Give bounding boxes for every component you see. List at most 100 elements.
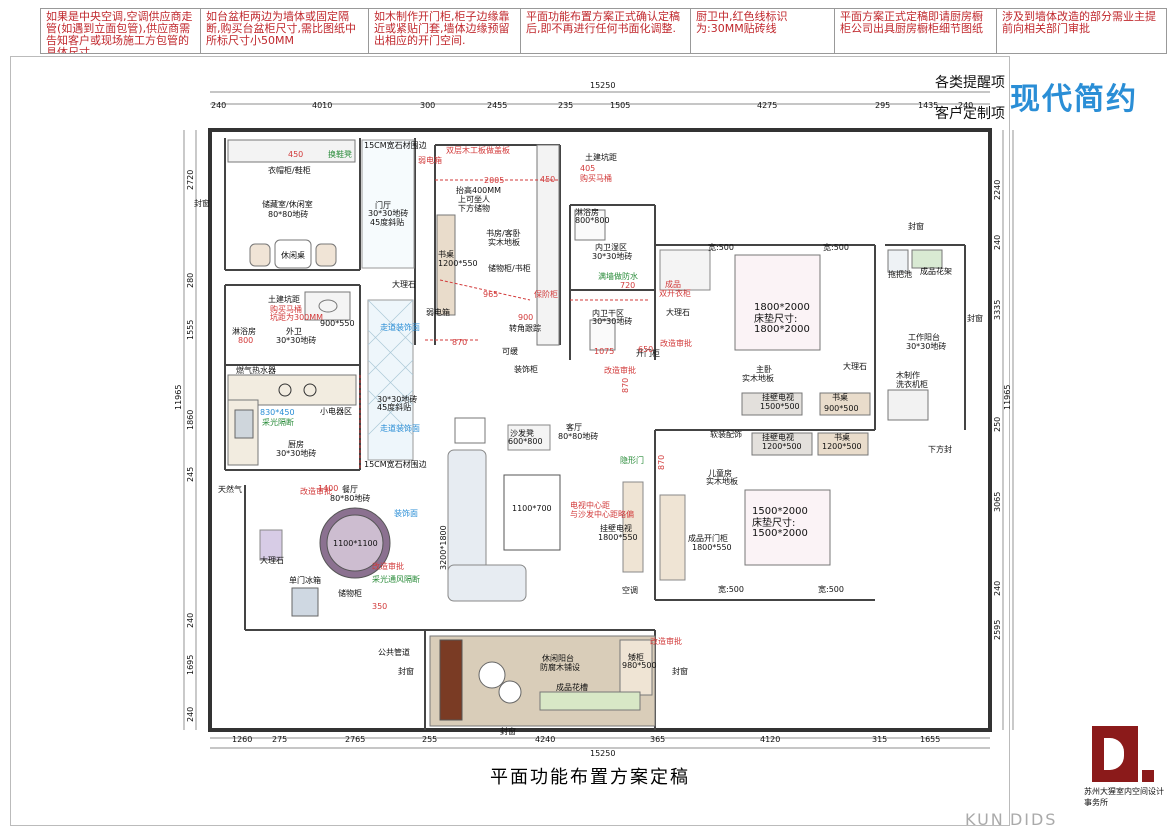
dim-bottom-1: 275 (272, 735, 287, 744)
lbl-keep-beam: 保阶柜 (534, 289, 558, 299)
lbl-outer-wc: 外卫 (286, 326, 302, 336)
dim-top-5: 1505 (610, 101, 630, 110)
dim-bottom-7: 315 (872, 735, 887, 744)
lbl-marble: 大理石 (392, 279, 416, 289)
lbl-weak-box-red: 弱电箱 (418, 155, 442, 165)
dim-right-3: 250 (993, 417, 1002, 432)
lbl-830: 830*450 (260, 408, 295, 417)
lbl-raised3: 下方储物 (458, 203, 490, 213)
lbl-wide1: 宽:500 (708, 242, 734, 252)
lbl-corridor-tile: 30*30地砖 (377, 394, 417, 404)
lbl-wide4: 宽:500 (818, 584, 844, 594)
lbl-bath1: 淋浴房 (575, 207, 599, 217)
lbl-outer-wc-tile: 30*30地砖 (276, 335, 316, 345)
lbl-dining-tile: 80*80地砖 (330, 493, 370, 503)
dim-bottom-0: 1260 (232, 735, 252, 744)
lbl-450: 450 (288, 150, 303, 159)
lbl-study: 书房/客卧 (486, 228, 521, 238)
dim-right-4: 3065 (993, 492, 1002, 512)
dim-left-1: 280 (186, 273, 195, 288)
note-1: 如果是中央空调,空调供应商走管(如遇到立面包管),供应商需告知客户或现场施工方包… (40, 8, 200, 54)
lbl-foyer-tile2: 45度斜贴 (370, 217, 404, 227)
lbl-storage-tile: 80*80地砖 (268, 209, 308, 219)
lbl-seal-top: 封窗 (908, 221, 924, 231)
lbl-cloak: 衣帽柜/鞋柜 (268, 165, 311, 175)
lbl-open-door: 开门柜 (636, 348, 660, 358)
dim-top-0: 240 (211, 101, 226, 110)
lbl-shoe: 换鞋凳 (328, 149, 352, 159)
lbl-wardrobe: 成品 (665, 279, 681, 289)
dim-right-total: 11965 (1003, 385, 1012, 410)
lbl-table: 1100*1100 (333, 539, 378, 548)
lbl-corridor-1: 走道装饰面 (380, 322, 420, 332)
lbl-tv-size: 1800*550 (598, 533, 638, 542)
lbl-wide2: 宽:500 (823, 242, 849, 252)
dim-top-total: 15250 (590, 81, 615, 90)
lbl-tv-center2: 与沙发中心距略偏 (570, 509, 634, 519)
lbl-desk3: 书桌 (834, 432, 850, 442)
dim-right-1: 240 (993, 235, 1002, 250)
studio-logo-icon (1092, 726, 1138, 782)
lbl-deco-cab: 装饰柜 (514, 364, 538, 374)
dim-bottom-3: 255 (422, 735, 437, 744)
lbl-balcony-cab: 矮柜 (628, 652, 644, 662)
dim-left-0: 2720 (186, 170, 195, 190)
lbl-moved-4: 改造审批 (372, 561, 404, 571)
lbl-seal-left: 封窗 (398, 666, 414, 676)
style-brand: 现代简约 (1010, 82, 1138, 117)
lbl-public-pipe: 公共管道 (378, 647, 410, 657)
lbl-bed1-mat2: 1800*2000 (754, 324, 810, 335)
lbl-double-board: 双层木工板做盖板 (446, 145, 510, 155)
lbl-frosted: 下方封 (928, 444, 952, 454)
lbl-moved-5: 改造审批 (650, 636, 682, 646)
custom-label: 客户定制项 (935, 106, 1005, 122)
dim-left-total: 11965 (174, 385, 183, 410)
note-5: 厨卫中,红色线标识为:30MM贴砖线 (690, 8, 834, 54)
lbl-small-appliance: 小电器区 (320, 406, 352, 416)
lbl-moved-1: 改造审批 (660, 338, 692, 348)
lbl-basin: 900*550 (320, 319, 355, 328)
lbl-master: 主卧 (756, 364, 772, 374)
lbl-tv3-size: 1200*500 (762, 442, 802, 451)
lbl-965: 965 (483, 290, 498, 299)
lbl-inner-dry: 内卫干区 (592, 308, 624, 318)
drawing-caption: 平面功能布置方案定稿 (490, 767, 690, 788)
dim-top-2: 300 (420, 101, 435, 110)
dim-bottom-8: 1655 (920, 735, 940, 744)
lbl-marble-edge2: 15CM宽石材围边 (364, 459, 427, 469)
lbl-gas: 天然气 (218, 484, 242, 494)
lbl-study-floor: 实木地板 (488, 237, 520, 247)
lbl-tv: 挂壁电视 (600, 523, 632, 533)
lbl-desk2-size: 900*500 (824, 404, 859, 413)
dim-top-9: 240 (958, 101, 973, 110)
lbl-waterproof: 满墙做防水 (598, 271, 638, 281)
studio-name: 苏州大猩室内空间设计事务所 (1084, 787, 1164, 807)
lbl-deco-wall: 装饰面 (394, 508, 418, 518)
lbl-balcony-cab-size: 980*500 (622, 661, 657, 670)
dim-bottom-5: 365 (650, 735, 665, 744)
lbl-inner-dry-tile: 30*30地砖 (592, 316, 632, 326)
dim-left-5: 240 (186, 613, 195, 628)
lbl-bath1-size: 800*800 (575, 216, 610, 225)
lbl-450b: 450 (540, 175, 555, 184)
lbl-storage: 储藏室/休闲室 (262, 199, 313, 209)
lbl-bed1-mat: 床垫尺寸: (754, 312, 797, 325)
lbl-2005: 2005 (484, 176, 504, 185)
lbl-dining-marble: 大理石 (260, 555, 284, 565)
dim-left-4: 245 (186, 467, 195, 482)
dim-top-7: 295 (875, 101, 890, 110)
remind-label: 各类提醒项 (935, 75, 1005, 91)
dim-top-4: 235 (558, 101, 573, 110)
outer-wall (208, 128, 992, 732)
lbl-kids-floor: 实木地板 (706, 476, 738, 486)
lbl-1075: 1075 (594, 347, 614, 356)
lbl-living-tile: 80*80地砖 (558, 431, 598, 441)
dim-right-5: 240 (993, 581, 1002, 596)
note-3: 如木制作开门柜,柜子边缘靠近或紧贴门套,墙体边缘预留出相应的开门空间. (368, 8, 520, 54)
lbl-bed2: 1500*2000 (752, 506, 808, 517)
dim-right-0: 2240 (993, 180, 1002, 200)
note-7: 涉及到墙体改造的部分需业主提前向相关部门审批 (996, 8, 1167, 54)
lbl-foyer: 门厅 (375, 200, 391, 210)
lbl-rack: 成品花架 (920, 266, 952, 276)
lbl-870b: 870 (621, 378, 630, 393)
